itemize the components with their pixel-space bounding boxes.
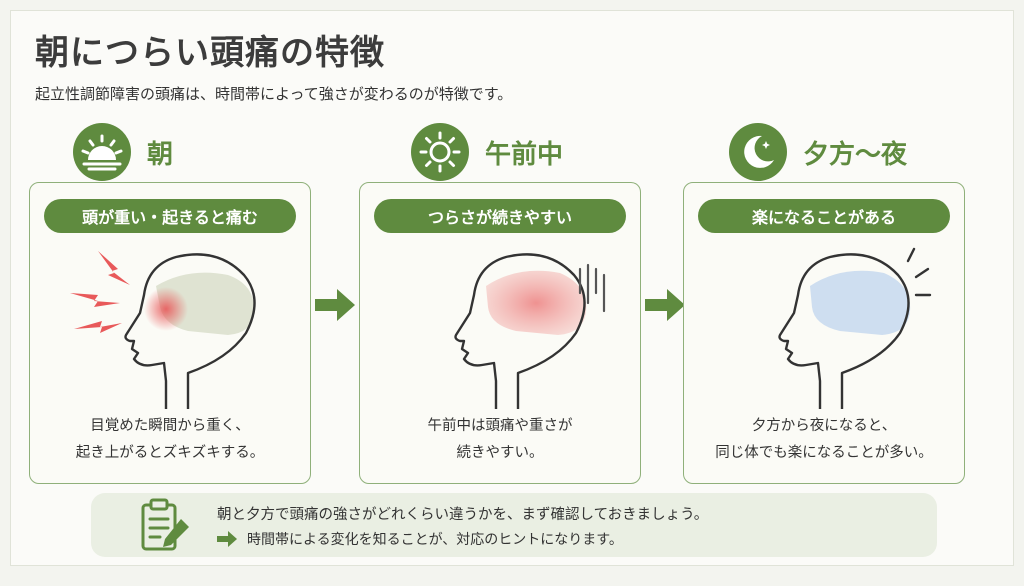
phase-card-evening: 楽になることがある 夕方から夜になると、 同じ体でも楽になることが多い。 — [683, 182, 965, 484]
card-headline: 楽になることがある — [698, 199, 950, 233]
page-title: 朝につらい頭痛の特徴 — [35, 33, 385, 73]
head-heavy-illustration — [454, 253, 606, 409]
sunrise-icon — [73, 123, 131, 181]
card-description-line: 夕方から夜になると、 — [751, 418, 897, 434]
card-description: 目覚めた瞬間から重く、 起き上がるとズキズキする。 — [30, 413, 310, 467]
card-description: 午前中は頭痛や重さが 続きやすい。 — [360, 413, 640, 467]
card-description-line: 起き上がるとズキズキする。 — [75, 445, 265, 461]
bottom-note-line1: 朝と夕方で頭痛の強さがどれくらい違うかを、まず確認しておきましょう。 — [217, 507, 709, 523]
bottom-note-line2-text: 時間帯による変化を知ることが、対応のヒントになります。 — [247, 532, 623, 548]
card-headline: つらさが続きやすい — [374, 199, 626, 233]
phase-label-forenoon: 午前中 — [485, 139, 564, 170]
bottom-note-line2: 時間帯による変化を知ることが、対応のヒントになります。 — [217, 529, 623, 549]
sun-icon — [411, 123, 469, 181]
phase-evening-header: 夕方～夜 — [729, 123, 907, 181]
card-description-line: 午前中は頭痛や重さが — [427, 418, 573, 434]
arrow-right-icon — [315, 289, 355, 321]
arrow-right-icon — [645, 289, 685, 321]
clipboard-pencil-icon — [141, 498, 189, 551]
arrow-right-icon — [217, 531, 237, 547]
phase-morning-header: 朝 — [73, 123, 173, 181]
phase-label-morning: 朝 — [147, 139, 174, 170]
head-pain-illustration — [70, 251, 256, 409]
card-description-line: 目覚めた瞬間から重く、 — [90, 418, 250, 434]
phase-card-forenoon: つらさが続きやすい 午前中は頭痛や重さが 続きやすい。 — [359, 182, 641, 484]
page-subtitle: 起立性調節障害の頭痛は、時間帯によって強さが変わるのが特徴です。 — [35, 85, 513, 103]
bottom-note: 朝と夕方で頭痛の強さがどれくらい違うかを、まず確認しておきましょう。 時間帯によ… — [91, 493, 937, 557]
head-relief-illustration — [778, 247, 932, 409]
card-description-line: 続きやすい。 — [456, 445, 544, 461]
card-headline: 頭が重い・起きると痛む — [44, 199, 296, 233]
infographic: 朝につらい頭痛の特徴 起立性調節障害の頭痛は、時間帯によって強さが変わるのが特徴… — [10, 10, 1014, 566]
phase-label-evening: 夕方～夜 — [803, 139, 908, 170]
card-description: 夕方から夜になると、 同じ体でも楽になることが多い。 — [684, 413, 964, 467]
moon-icon — [729, 123, 787, 181]
phase-card-morning: 頭が重い・起きると痛む 目覚めた瞬間から重く、 起き上がるとズキズキする。 — [29, 182, 311, 484]
card-description-line: 同じ体でも楽になることが多い。 — [715, 445, 933, 461]
phase-forenoon-header: 午前中 — [411, 123, 563, 181]
